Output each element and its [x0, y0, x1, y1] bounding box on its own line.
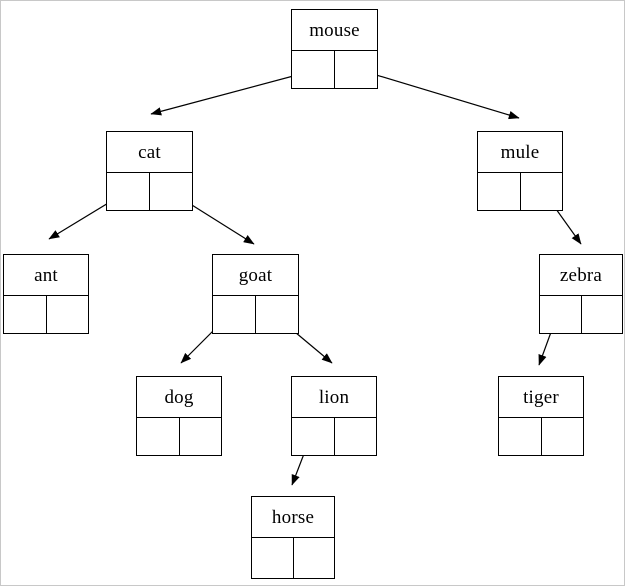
tree-node-label-lion: lion	[292, 377, 376, 418]
tree-node-right-pointer-tiger[interactable]	[541, 418, 583, 455]
tree-node-pointers-ant	[4, 296, 88, 333]
tree-node-right-pointer-lion[interactable]	[334, 418, 376, 455]
tree-node-right-pointer-mule[interactable]	[520, 173, 562, 210]
tree-node-left-pointer-dog[interactable]	[137, 418, 180, 455]
tree-node-right-pointer-cat[interactable]	[150, 173, 192, 210]
tree-node-left-pointer-goat[interactable]	[213, 296, 256, 333]
tree-node-goat[interactable]: goat	[212, 254, 299, 334]
tree-node-left-pointer-tiger[interactable]	[499, 418, 542, 455]
tree-node-tiger[interactable]: tiger	[498, 376, 584, 456]
tree-node-pointers-cat	[107, 173, 192, 210]
tree-edge-mouse-to-cat	[150, 70, 313, 116]
tree-node-horse[interactable]: horse	[251, 496, 335, 579]
tree-node-pointers-mouse	[292, 51, 377, 88]
tree-node-pointers-horse	[252, 538, 334, 578]
tree-node-left-pointer-zebra[interactable]	[540, 296, 582, 333]
tree-node-ant[interactable]: ant	[3, 254, 89, 334]
tree-node-pointers-mule	[478, 173, 562, 210]
tree-node-right-pointer-zebra[interactable]	[581, 296, 622, 333]
tree-node-left-pointer-lion[interactable]	[292, 418, 335, 455]
tree-node-right-pointer-dog[interactable]	[179, 418, 221, 455]
tree-node-left-pointer-cat[interactable]	[107, 173, 150, 210]
tree-node-mule[interactable]: mule	[477, 131, 563, 211]
tree-node-left-pointer-mouse[interactable]	[292, 51, 335, 88]
tree-node-dog[interactable]: dog	[136, 376, 222, 456]
tree-node-pointers-tiger	[499, 418, 583, 455]
tree-node-label-mouse: mouse	[292, 10, 377, 51]
tree-node-mouse[interactable]: mouse	[291, 9, 378, 89]
tree-node-left-pointer-horse[interactable]	[252, 538, 294, 578]
tree-node-label-zebra: zebra	[540, 255, 622, 296]
tree-node-cat[interactable]: cat	[106, 131, 193, 211]
tree-node-left-pointer-ant[interactable]	[4, 296, 47, 333]
tree-node-lion[interactable]: lion	[291, 376, 377, 456]
tree-node-label-cat: cat	[107, 132, 192, 173]
tree-node-right-pointer-goat[interactable]	[256, 296, 298, 333]
tree-node-left-pointer-mule[interactable]	[478, 173, 521, 210]
tree-node-label-horse: horse	[252, 497, 334, 538]
tree-node-label-ant: ant	[4, 255, 88, 296]
tree-node-zebra[interactable]: zebra	[539, 254, 623, 334]
tree-node-pointers-goat	[213, 296, 298, 333]
tree-node-pointers-zebra	[540, 296, 622, 333]
tree-node-pointers-lion	[292, 418, 376, 455]
tree-node-label-dog: dog	[137, 377, 221, 418]
tree-node-pointers-dog	[137, 418, 221, 455]
tree-node-right-pointer-ant[interactable]	[46, 296, 88, 333]
tree-node-right-pointer-horse[interactable]	[293, 538, 334, 578]
tree-node-label-mule: mule	[478, 132, 562, 173]
tree-node-label-tiger: tiger	[499, 377, 583, 418]
tree-node-label-goat: goat	[213, 255, 298, 296]
tree-node-right-pointer-mouse[interactable]	[335, 51, 377, 88]
